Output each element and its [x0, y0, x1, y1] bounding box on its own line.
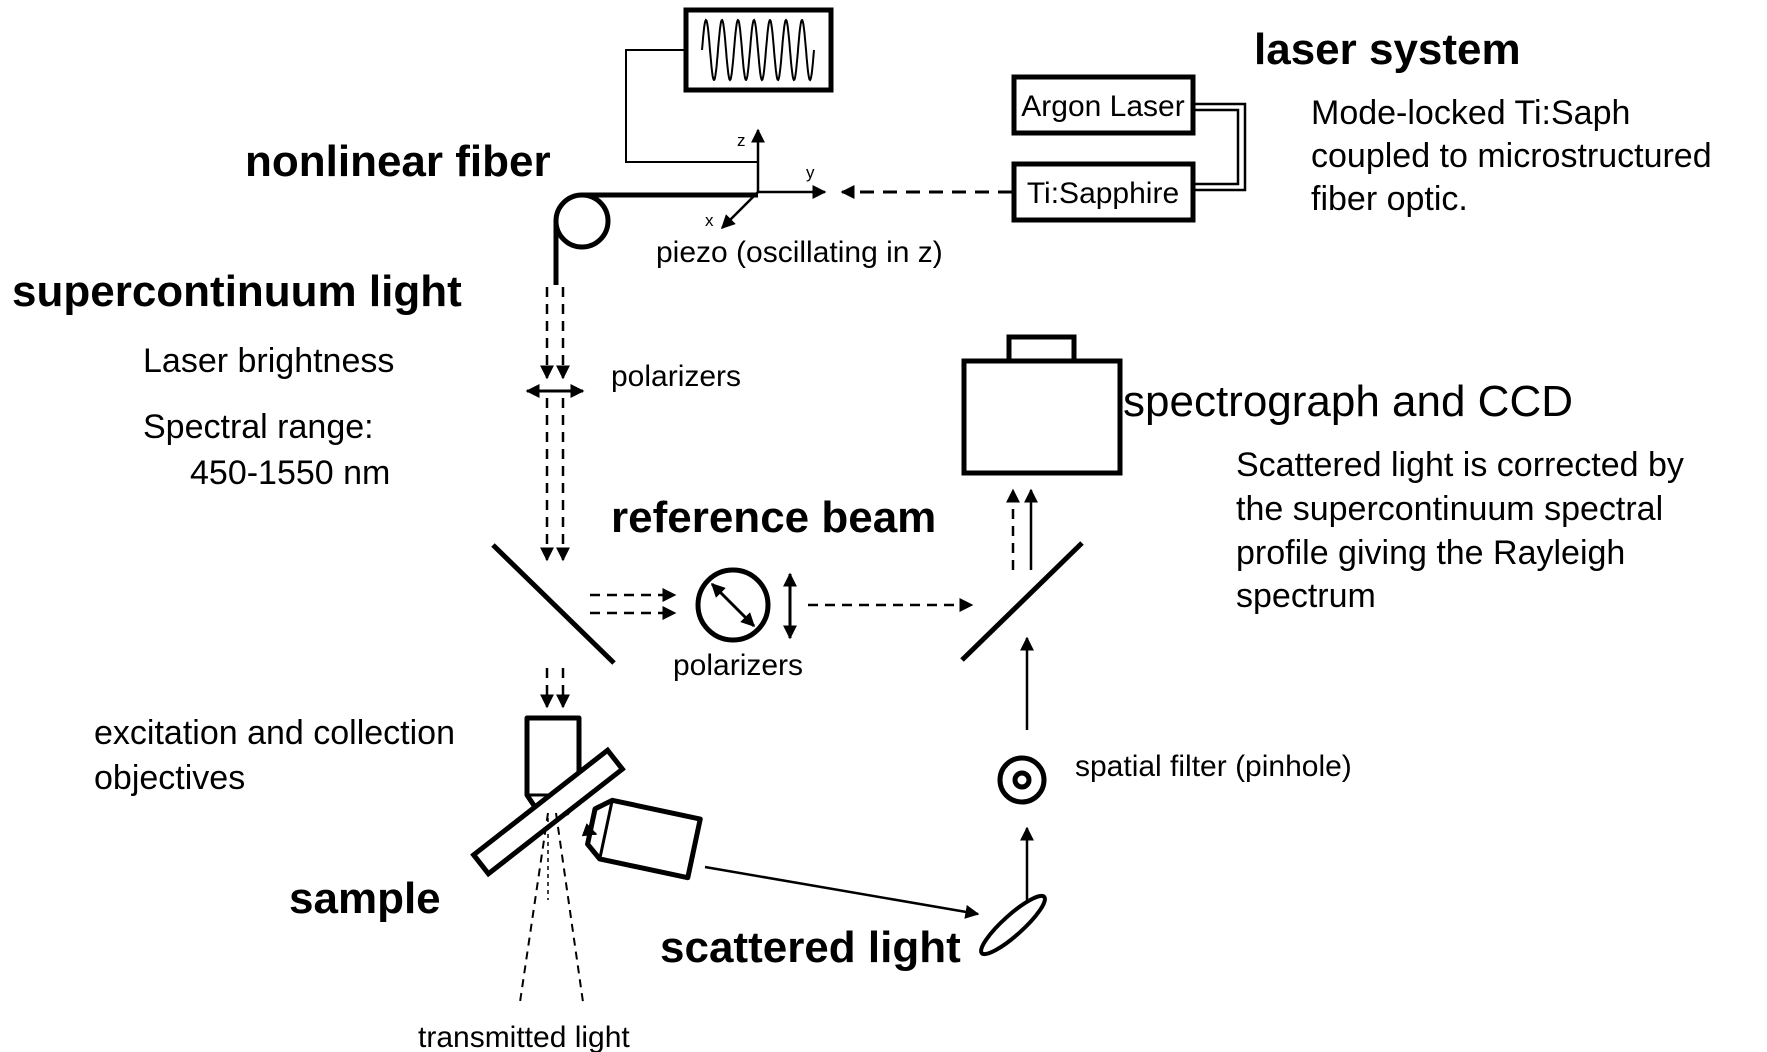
- nonlinear-fiber-group: nonlinear fiber: [245, 137, 758, 285]
- reference-beam-group: reference beam polarizers: [491, 493, 1084, 682]
- focusing-lens-icon: [979, 893, 1047, 957]
- sample-slide-icon: [470, 746, 626, 878]
- spectrograph-desc-line-2: the supercontinuum spectral: [1236, 490, 1663, 528]
- collection-objective-icon: [585, 797, 703, 881]
- axis-y-label: y: [806, 163, 815, 182]
- laser-system-desc-line-2: coupled to microstructured: [1311, 137, 1712, 175]
- spectrograph-desc-line-3: profile giving the Rayleigh: [1236, 534, 1625, 572]
- oscillator-wire: [625, 49, 758, 163]
- reference-beam-title: reference beam: [611, 493, 936, 542]
- pump-coupling-lines: [1193, 102, 1247, 192]
- argon-laser-box: [1011, 74, 1196, 136]
- polarizers-top-label: polarizers: [611, 360, 741, 393]
- transmitted-light-label: transmitted light: [418, 1021, 630, 1052]
- transmitted-cone-right: [555, 812, 584, 1003]
- argon-laser-label: Argon Laser: [1021, 90, 1184, 123]
- piezo-label: piezo (oscillating in z): [656, 236, 943, 269]
- x-axis-arrow: [721, 191, 759, 229]
- spectrograph-desc-line-4: spectrum: [1236, 577, 1376, 615]
- laser-system-title: laser system: [1254, 25, 1521, 74]
- objectives-label-line-1: excitation and collection: [94, 714, 455, 752]
- supercontinuum-title: supercontinuum light: [12, 267, 462, 316]
- ti-sapphire-box: [1011, 161, 1196, 223]
- scattered-light-ray: [704, 865, 980, 919]
- polarizers-mid-label: polarizers: [673, 649, 803, 682]
- oscillator-group: [625, 7, 834, 163]
- laser-system-group: laser system Mode-locked Ti:Saph coupled…: [840, 25, 1712, 223]
- pinhole-inner-icon: [1012, 770, 1032, 790]
- objectives-label-line-2: objectives: [94, 759, 245, 797]
- spectral-range-value: 450-1550 nm: [190, 454, 390, 492]
- spectral-range-label: Spectral range:: [143, 408, 374, 446]
- axis-z-label: z: [737, 131, 746, 150]
- sine-wave-icon: [701, 18, 815, 82]
- fiber-coil-icon: [553, 192, 611, 250]
- beamsplitter-right: [960, 541, 1084, 662]
- transmitted-cone-left: [519, 812, 549, 1003]
- laser-system-desc-line-3: fiber optic.: [1311, 180, 1468, 218]
- objectives-group: excitation and collection objectives sam…: [94, 668, 703, 1052]
- scattered-light-path: spatial filter (pinhole) scattered light: [660, 636, 1352, 972]
- spectrograph-title: spectrograph and CCD: [1123, 377, 1573, 426]
- scattered-light-title: scattered light: [660, 923, 961, 972]
- piezo-axes: z y x piezo (oscillating in z): [656, 128, 943, 269]
- sample-to-collection-arrow: [581, 823, 598, 837]
- polarizer-rotator-arrow: [710, 582, 756, 628]
- axis-x-label: x: [705, 211, 714, 230]
- laser-system-desc-line-1: Mode-locked Ti:Saph: [1311, 94, 1630, 132]
- sample-title: sample: [289, 874, 441, 923]
- beamsplitter-left: [491, 543, 616, 665]
- ti-sapphire-label: Ti:Sapphire: [1027, 177, 1179, 210]
- supercontinuum-group: supercontinuum light Laser brightness Sp…: [12, 267, 741, 562]
- nonlinear-fiber-title: nonlinear fiber: [245, 137, 551, 186]
- laser-brightness-label: Laser brightness: [143, 342, 394, 380]
- spectrograph-desc-line-1: Scattered light is corrected by: [1236, 446, 1684, 484]
- spectrograph-group: spectrograph and CCD Scattered light is …: [961, 334, 1684, 615]
- spectrograph-box: [961, 358, 1123, 476]
- spatial-filter-label: spatial filter (pinhole): [1075, 750, 1352, 783]
